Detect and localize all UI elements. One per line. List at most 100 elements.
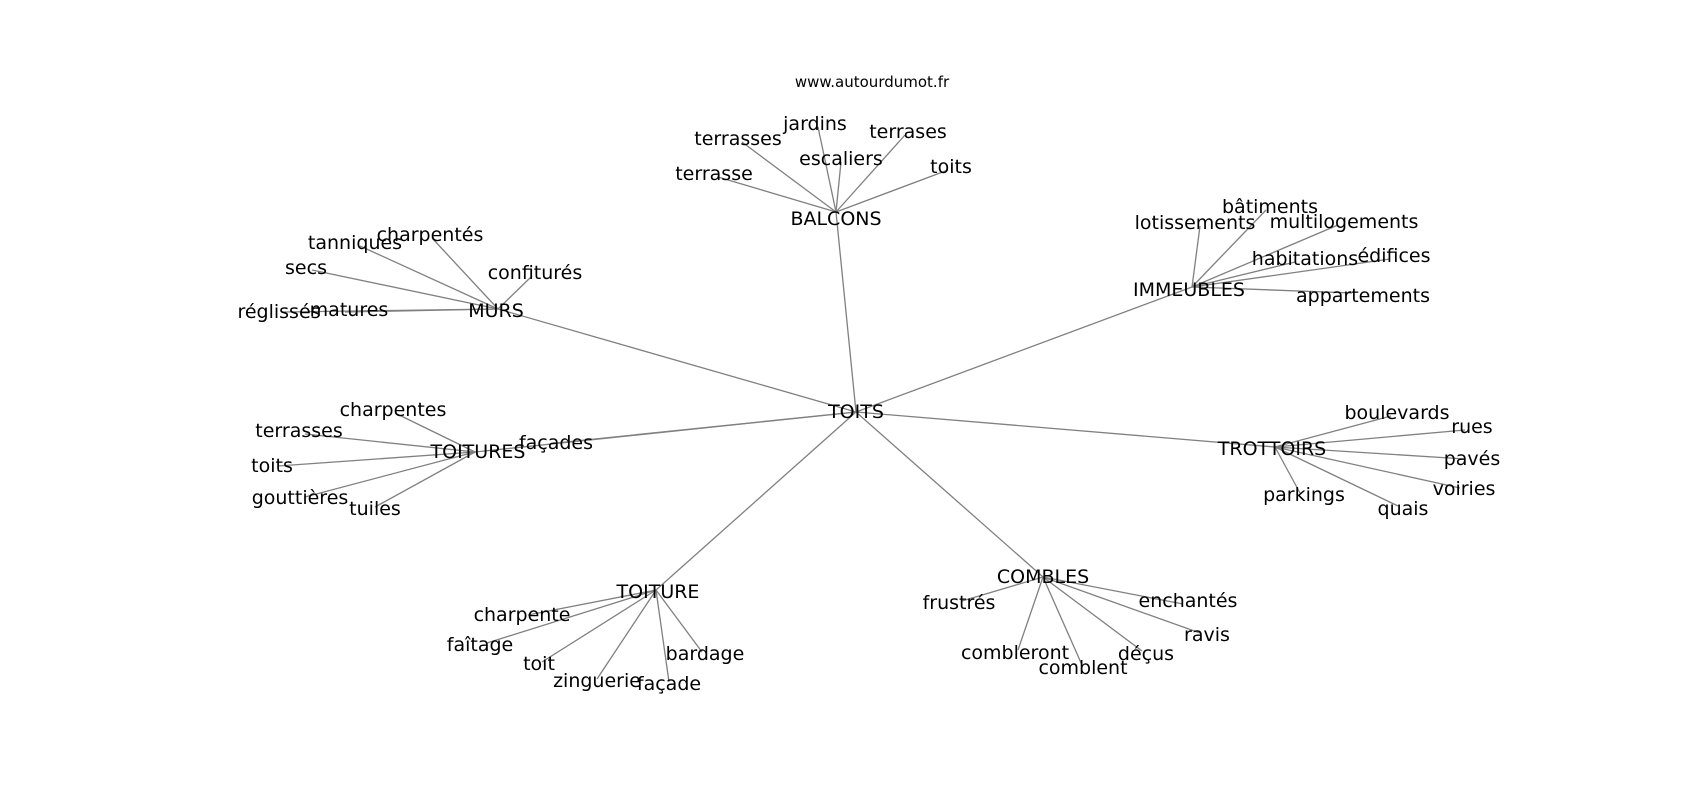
graph-labels: www.autourdumot.fr TOITSBALCONSjardinste…	[237, 73, 1500, 695]
leaf-node-murs-secs[interactable]: secs	[285, 257, 327, 279]
leaf-node-toitures-terrasses[interactable]: terrasses	[255, 420, 342, 442]
edge-trottoirs-paves	[1274, 446, 1466, 460]
hub-node-facades[interactable]: façades	[519, 432, 593, 454]
leaf-node-balcons-terrases[interactable]: terrases	[869, 121, 947, 143]
edge-immeubles-multilogements	[1191, 224, 1339, 288]
leaf-node-balcons-terrasses[interactable]: terrasses	[694, 128, 781, 150]
edge-combles-comblent	[1042, 576, 1083, 666]
edge-murs-tanniques	[359, 245, 499, 310]
edge-trottoirs-boulevards	[1274, 415, 1392, 448]
edge-root-balcons	[835, 211, 857, 413]
edge-toiture-zinguerie	[596, 589, 657, 680]
edge-root-combles	[855, 411, 1044, 578]
leaf-node-trottoirs-paves[interactable]: pavés	[1444, 448, 1501, 470]
edge-balcons-jardins	[817, 126, 837, 213]
edge-toitures-toits	[277, 451, 476, 467]
leaf-node-toitures-gouttieres[interactable]: gouttières	[252, 487, 349, 509]
leaf-node-balcons-jardins[interactable]: jardins	[782, 113, 847, 135]
leaf-node-immeubles-habitations[interactable]: habitations	[1252, 248, 1358, 270]
leaf-node-immeubles-edifices[interactable]: édifices	[1357, 245, 1430, 267]
edge-toiture-faitage	[486, 589, 657, 644]
edge-balcons-toits	[835, 169, 949, 213]
edge-immeubles-batiments	[1191, 209, 1267, 288]
edge-toiture-toit	[541, 589, 657, 663]
hub-node-balcons[interactable]: BALCONS	[790, 208, 881, 230]
edge-immeubles-habitations	[1191, 261, 1296, 288]
leaf-node-toiture-facade[interactable]: façade	[637, 673, 701, 695]
leaf-node-trottoirs-rues[interactable]: rues	[1451, 416, 1492, 438]
leaf-node-balcons-terrasse[interactable]: terrasse	[675, 163, 753, 185]
root-node-label[interactable]: TOITS	[827, 401, 884, 423]
hub-node-toitures[interactable]: TOITURES	[430, 441, 526, 463]
hub-node-immeubles[interactable]: IMMEUBLES	[1133, 279, 1245, 301]
hub-node-toiture[interactable]: TOITURE	[616, 581, 700, 603]
leaf-node-combles-comblent[interactable]: comblent	[1038, 657, 1127, 679]
leaf-node-trottoirs-boulevards[interactable]: boulevards	[1344, 402, 1449, 424]
edge-combles-combleront	[1017, 576, 1044, 651]
leaf-node-combles-enchantes[interactable]: enchantés	[1139, 590, 1238, 612]
hub-node-combles[interactable]: COMBLES	[997, 566, 1089, 588]
edge-toiture-bardage	[655, 589, 703, 653]
edge-immeubles-lotissements	[1191, 225, 1201, 288]
leaf-node-combles-combleront[interactable]: combleront	[961, 642, 1069, 664]
leaf-node-toitures-charpentes[interactable]: charpentes	[340, 399, 447, 421]
edge-root-facades	[555, 411, 857, 444]
edge-murs-charpentes	[431, 237, 499, 310]
graph-edges	[277, 126, 1466, 683]
edge-balcons-escaliers	[835, 161, 842, 213]
hub-node-murs[interactable]: MURS	[468, 300, 524, 322]
edge-murs-secs	[311, 269, 499, 310]
edge-balcons-terrasse	[717, 176, 837, 213]
source-label[interactable]: www.autourdumot.fr	[795, 73, 950, 91]
leaf-node-trottoirs-quais[interactable]: quais	[1378, 498, 1429, 520]
hub-node-trottoirs[interactable]: TROTTOIRS	[1217, 438, 1326, 460]
edge-immeubles-appartements	[1191, 286, 1353, 294]
edge-trottoirs-parkings	[1274, 446, 1301, 494]
edge-root-trottoirs	[855, 411, 1276, 448]
leaf-node-toiture-charpente[interactable]: charpente	[474, 604, 571, 626]
edge-toitures-gouttieres	[304, 451, 476, 498]
leaf-node-toiture-zinguerie[interactable]: zinguerie	[553, 670, 641, 692]
edge-toiture-facade	[655, 589, 670, 683]
leaf-node-immeubles-appartements[interactable]: appartements	[1296, 285, 1430, 307]
leaf-node-immeubles-multilogements[interactable]: multilogements	[1270, 211, 1419, 233]
edge-balcons-terrasses	[741, 141, 837, 213]
edge-combles-frustres	[961, 576, 1044, 602]
leaf-node-murs-confitures[interactable]: confiturés	[488, 262, 583, 284]
leaf-node-combles-decus[interactable]: déçus	[1118, 643, 1174, 665]
leaf-node-toiture-bardage[interactable]: bardage	[666, 643, 745, 665]
leaf-node-toitures-tuiles[interactable]: tuiles	[349, 498, 401, 520]
edge-murs-matures	[344, 308, 499, 313]
leaf-node-trottoirs-voiries[interactable]: voiries	[1433, 478, 1496, 500]
edge-root-murs	[497, 308, 857, 413]
edge-toitures-terrasses	[304, 433, 476, 453]
edge-toitures-tuiles	[374, 451, 476, 508]
edge-combles-ravis	[1042, 576, 1201, 634]
leaf-node-combles-ravis[interactable]: ravis	[1184, 624, 1230, 646]
edge-immeubles-edifices	[1191, 258, 1391, 288]
leaf-node-murs-reglisses[interactable]: réglissés	[237, 301, 320, 323]
leaf-node-murs-charpentes[interactable]: charpentés	[377, 224, 484, 246]
edge-trottoirs-voiries	[1274, 446, 1461, 489]
leaf-node-toitures-toits[interactable]: toits	[251, 455, 293, 477]
edge-root-toiture	[655, 411, 857, 591]
edge-root-immeubles	[855, 286, 1193, 413]
leaf-node-toiture-toit[interactable]: toit	[523, 653, 555, 675]
edge-trottoirs-quais	[1274, 446, 1399, 507]
edge-toiture-charpente	[527, 589, 657, 616]
leaf-node-toiture-faitage[interactable]: faîtage	[447, 634, 513, 656]
edge-combles-decus	[1042, 576, 1143, 652]
edge-balcons-terrases	[835, 134, 906, 213]
leaf-node-murs-tanniques[interactable]: tanniques	[308, 232, 402, 254]
leaf-node-combles-frustres[interactable]: frustrés	[923, 592, 996, 614]
leaf-node-balcons-escaliers[interactable]: escaliers	[799, 148, 883, 170]
edge-combles-enchantes	[1042, 576, 1184, 605]
leaf-node-murs-matures[interactable]: matures	[310, 299, 389, 321]
edge-toitures-charpentes	[394, 412, 476, 453]
edge-trottoirs-rues	[1274, 429, 1466, 448]
leaf-node-immeubles-batiments[interactable]: bâtiments	[1222, 196, 1318, 218]
leaf-node-balcons-toits[interactable]: toits	[930, 156, 972, 178]
leaf-node-trottoirs-parkings[interactable]: parkings	[1263, 484, 1345, 506]
leaf-node-immeubles-lotissements[interactable]: lotissements	[1135, 212, 1256, 234]
